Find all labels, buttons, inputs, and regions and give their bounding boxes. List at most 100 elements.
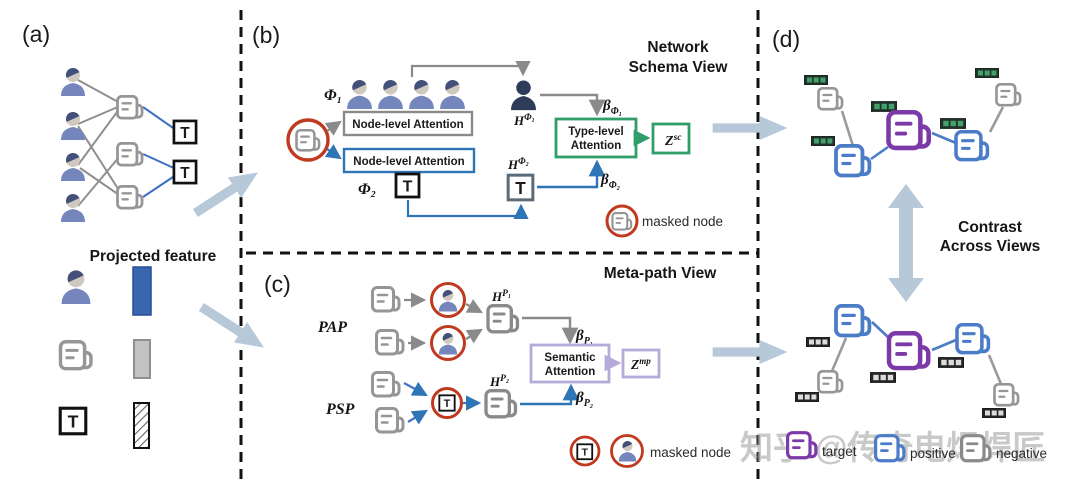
- network-schema-view-title: Network: [647, 39, 709, 56]
- meta-path-view-title: Meta-path View: [604, 265, 717, 282]
- author-icon: [61, 268, 91, 304]
- paper-icon: [370, 371, 401, 398]
- author-icon: [61, 192, 85, 222]
- projected-feature-rows: [58, 266, 152, 449]
- phi2-to-h-phi2-connector: [406, 200, 529, 220]
- positive-paper-icon: [954, 130, 990, 162]
- author-icon: [61, 151, 85, 181]
- node-level-attention-gray-box: [342, 110, 474, 137]
- flow-arrow-a-to-c: [194, 296, 271, 358]
- graph-edge: [871, 321, 890, 339]
- paper-term-edges: [142, 106, 177, 198]
- embedding-bar-green: [871, 101, 897, 112]
- h-p1-label: HP₁: [491, 289, 511, 304]
- author-icon: [347, 78, 372, 109]
- negative-paper-icon: [993, 383, 1020, 407]
- positive-paper-icon: [834, 304, 872, 338]
- zsc-label: Zsc: [664, 133, 682, 149]
- masked-term-icon: [438, 394, 456, 412]
- h-p1-paper-icon: [486, 304, 520, 334]
- contrast-legend: target positive negative: [786, 431, 1047, 463]
- term-icon: [394, 172, 421, 199]
- embedding-bar-light: [982, 408, 1006, 418]
- term-feature-bar: [133, 402, 150, 449]
- beta-p1-label: βP₁: [575, 328, 593, 347]
- graph-edge: [931, 131, 957, 145]
- term-icon: [58, 406, 88, 436]
- negative-paper-icon: [817, 370, 844, 394]
- paper-icon: [58, 340, 93, 371]
- beta-phi1-label: βΦ₁: [602, 98, 622, 117]
- flow-arrow-a-to-b: [188, 162, 265, 224]
- target-legend-label: target: [822, 444, 857, 459]
- paper-icon: [116, 95, 144, 120]
- author-icon: [440, 78, 465, 109]
- flow-arrow-c-to-d: [712, 339, 788, 365]
- paper-icon: [370, 286, 401, 313]
- author-icon: [61, 110, 85, 140]
- h-p2-to-semantic-attention: [520, 383, 580, 406]
- h-phi1-to-type-attention: [540, 93, 606, 117]
- type-level-attention-label: Type-level: [568, 126, 623, 138]
- paper-feature-bar: [133, 339, 151, 379]
- h-phi2-to-type-attention: [537, 159, 606, 189]
- term-icon: [172, 159, 198, 185]
- h-p2-label: HP₂: [489, 374, 509, 389]
- paper-icon: [116, 142, 144, 167]
- panel-b-label: (b): [252, 22, 280, 48]
- h-phi2-term-icon: [506, 173, 535, 202]
- target-paper-icon: [889, 333, 928, 368]
- positive-legend-label: positive: [910, 446, 956, 461]
- node-level-attention-gray-label: Node-level Attention: [352, 119, 463, 131]
- masked-node-legend-b: masked node: [642, 214, 723, 229]
- graph-edge: [988, 106, 1005, 133]
- svg-text:Schema View: Schema View: [629, 59, 729, 76]
- negative-paper-icon: [995, 83, 1022, 107]
- contrast-double-arrow: [888, 184, 924, 302]
- semantic-attention-box: [529, 343, 611, 384]
- h-p2-paper-icon: [484, 389, 518, 419]
- positive-paper-icon: [955, 323, 991, 355]
- meta-path-view-graph: [795, 304, 1020, 418]
- embedding-bar-light: [938, 357, 964, 368]
- paper-icon: [116, 185, 144, 210]
- author-icon: [409, 78, 434, 109]
- masked-to-gray-attention-arrow: [324, 120, 342, 136]
- masked-node-legend-c: masked node: [650, 445, 731, 460]
- svg-text:Across Views: Across Views: [940, 238, 1041, 255]
- beta-phi2-label: βΦ₂: [600, 172, 620, 191]
- panel-a-label: (a): [22, 21, 50, 47]
- paper-icon: [374, 407, 405, 434]
- zsc-box: [651, 122, 691, 155]
- svg-text:Attention: Attention: [545, 366, 595, 378]
- node-level-attention-blue-box: [342, 147, 476, 174]
- pap-arrow: [465, 298, 483, 314]
- h-phi1-label: HΦ₁: [513, 113, 535, 128]
- h-phi1-embedding-icon: [511, 80, 536, 111]
- graph-edge: [830, 337, 848, 372]
- psp-arrow: [403, 381, 428, 397]
- type-level-attention-box: [554, 117, 638, 159]
- graph-edge: [931, 338, 957, 352]
- author-feature-bar: [132, 266, 152, 316]
- panel-d-label: (d): [772, 26, 800, 52]
- phi1-label: Φ₁: [324, 87, 342, 104]
- masked-to-blue-attention-arrow: [324, 144, 342, 160]
- embedding-bar-green: [975, 68, 999, 78]
- embedding-bar-green: [940, 118, 966, 129]
- embedding-bar-light: [806, 337, 830, 347]
- svg-text:Attention: Attention: [571, 140, 621, 152]
- panel-c-label: (c): [264, 271, 291, 297]
- schema-view-graph: [804, 68, 1022, 178]
- graph-edge: [987, 354, 1003, 385]
- author-paper-edges: [77, 79, 123, 207]
- phi2-label: Φ₂: [358, 181, 376, 198]
- h-phi2-label: HΦ₂: [507, 157, 529, 172]
- authors-to-h-phi1-connector: [410, 60, 531, 77]
- graph-edge: [840, 110, 855, 147]
- contrast-label: Contrast: [958, 219, 1022, 236]
- paper-icon: [374, 329, 405, 356]
- negative-legend-label: negative: [996, 446, 1047, 461]
- psp-arrow: [407, 409, 428, 425]
